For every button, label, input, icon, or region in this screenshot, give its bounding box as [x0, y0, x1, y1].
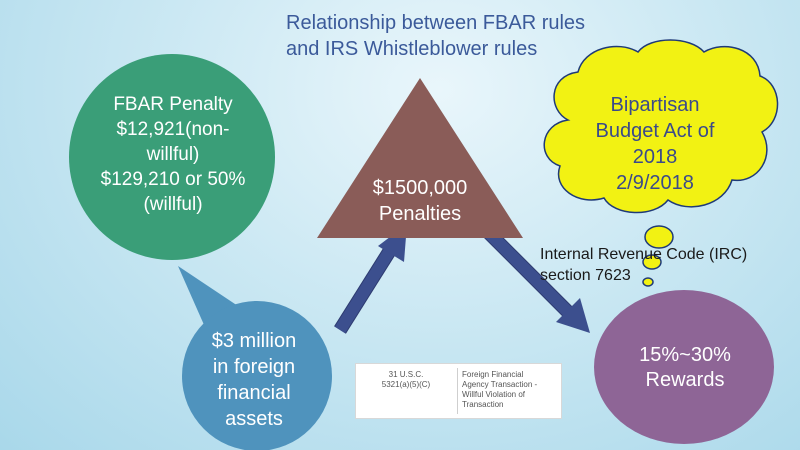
table-divider: [457, 368, 458, 414]
citation-code-cell: 31 U.S.C. 5321(a)(5)(C): [360, 370, 452, 390]
fbar-line: FBAR Penalty: [113, 94, 233, 115]
penalties-text: $1500,000 Penalties: [340, 175, 500, 227]
fbar-line: (willful): [143, 194, 203, 215]
slide-title: Relationship between FBAR rules and IRS …: [286, 10, 706, 62]
title-line: and IRS Whistleblower rules: [286, 38, 538, 60]
penalties-triangle: [317, 78, 523, 238]
budget-line: Bipartisan: [610, 94, 700, 116]
budget-act-cloud: [543, 39, 779, 287]
irc-line: section 7623: [540, 267, 631, 284]
citation-description-line: Agency Transaction -: [462, 380, 538, 389]
assets-line: financial: [217, 382, 291, 404]
penalties-line: $1500,000: [372, 177, 468, 199]
legal-citation-table: 31 U.S.C. 5321(a)(5)(C) Foreign Financia…: [355, 363, 562, 419]
cloud-bubble-large: [644, 225, 674, 249]
irc-line: Internal Revenue Code (IRC): [540, 246, 748, 263]
title-line: Relationship between FBAR rules: [286, 12, 586, 34]
irc-label: Internal Revenue Code (IRC) section 7623: [540, 244, 800, 286]
citation-description-line: Willful Violation of: [462, 390, 525, 399]
citation-code-line: 31 U.S.C.: [388, 370, 424, 379]
cloud-bubble-small: [642, 277, 654, 287]
cloud-bubble-medium: [642, 254, 662, 270]
citation-description-line: Transaction: [462, 400, 504, 409]
assets-line: $3 million: [211, 330, 297, 352]
foreign-assets-text: $3 million in foreign financial assets: [190, 328, 318, 432]
citation-description-line: Foreign Financial: [462, 370, 524, 379]
budget-line: 2018: [632, 146, 678, 168]
rewards-line: Rewards: [645, 369, 725, 391]
arrow-assets-to-penalties: [334, 224, 407, 334]
foreign-assets-circle: [182, 301, 332, 450]
assets-line: in foreign: [212, 356, 296, 378]
budget-line: Budget Act of: [595, 120, 715, 142]
fbar-line: willful): [146, 144, 200, 165]
citation-code-line: 5321(a)(5)(C): [381, 380, 431, 389]
rewards-line: 15%~30%: [639, 344, 731, 366]
arrow-penalties-to-rewards: [479, 223, 590, 333]
fbar-penalty-circle: [69, 54, 275, 260]
assets-line: assets: [225, 408, 283, 430]
rewards-text: 15%~30% Rewards: [600, 343, 770, 393]
fbar-penalty-text: FBAR Penalty $12,921(non- willful) $129,…: [78, 92, 268, 217]
budget-act-text: Bipartisan Budget Act of 2018 2/9/2018: [570, 92, 740, 196]
rewards-circle: [594, 290, 774, 444]
fbar-line: $12,921(non-: [116, 119, 230, 140]
citation-description-cell: Foreign Financial Agency Transaction - W…: [462, 370, 558, 410]
budget-line: 2/9/2018: [616, 172, 694, 194]
fbar-line: $129,210 or 50%: [100, 169, 246, 190]
penalties-line: Penalties: [378, 203, 462, 225]
